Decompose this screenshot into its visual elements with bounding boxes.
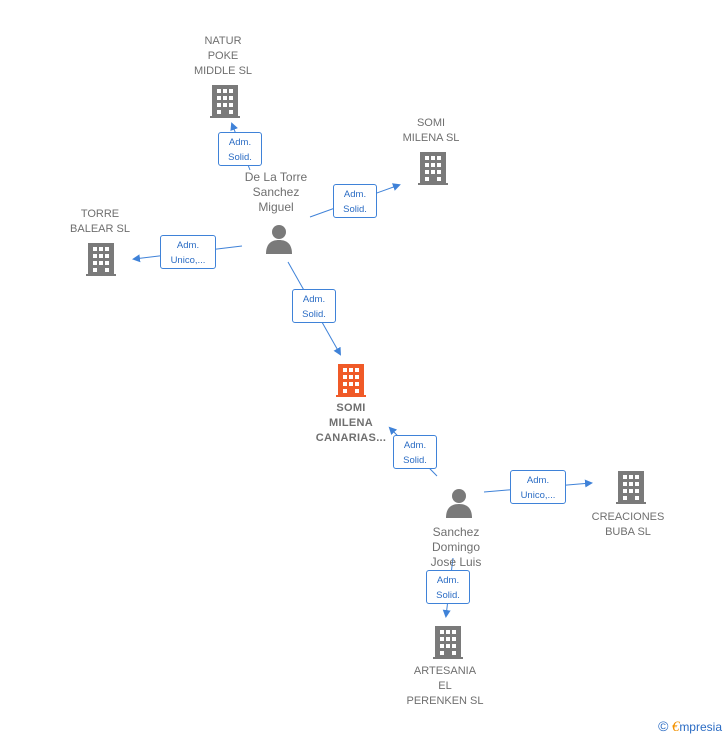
company-label-natur[interactable]: NATUR POKE MIDDLE SL bbox=[193, 35, 253, 77]
person-label-sanchez[interactable]: Sanchez Domingo Jose Luis bbox=[430, 525, 482, 569]
building-icon-creaciones bbox=[616, 471, 646, 504]
footer-brand: © €mpresia bbox=[658, 718, 722, 736]
edge-label-creaciones[interactable]: Adm. Unico,... bbox=[510, 470, 566, 504]
company-label-creaciones[interactable]: CREACIONES BUBA SL bbox=[591, 511, 665, 538]
company-label-somi-milena[interactable]: SOMI MILENA SL bbox=[402, 117, 460, 144]
copyright-symbol: © bbox=[658, 718, 669, 734]
edge-label-sanchez-main[interactable]: Adm. Solid. bbox=[393, 435, 437, 469]
brand-name: mpresia bbox=[679, 720, 722, 734]
person-label-de-la-torre[interactable]: De La Torre Sanchez Miguel bbox=[244, 170, 308, 214]
edge-label-somi-milena[interactable]: Adm. Solid. bbox=[333, 184, 377, 218]
building-icon-main bbox=[336, 364, 366, 397]
edge-label-natur[interactable]: Adm. Solid. bbox=[218, 132, 262, 166]
person-icon-sanchez bbox=[446, 489, 472, 518]
person-icon-de-la-torre bbox=[266, 225, 292, 254]
edge-label-main[interactable]: Adm. Solid. bbox=[292, 289, 336, 323]
company-label-main[interactable]: SOMI MILENA CANARIAS... bbox=[315, 402, 387, 444]
building-icon-torre-balear bbox=[86, 243, 116, 276]
edge-label-artesania[interactable]: Adm. Solid. bbox=[426, 570, 470, 604]
brand-initial: € bbox=[671, 719, 680, 735]
building-icon-artesania bbox=[433, 626, 463, 659]
company-label-artesania[interactable]: ARTESANIA EL PERENKEN SL bbox=[406, 665, 484, 707]
company-label-torre-balear[interactable]: TORRE BALEAR SL bbox=[70, 208, 130, 235]
edge-label-torre-balear[interactable]: Adm. Unico,... bbox=[160, 235, 216, 269]
building-icon-somi-milena bbox=[418, 152, 448, 185]
building-icon-natur bbox=[210, 85, 240, 118]
